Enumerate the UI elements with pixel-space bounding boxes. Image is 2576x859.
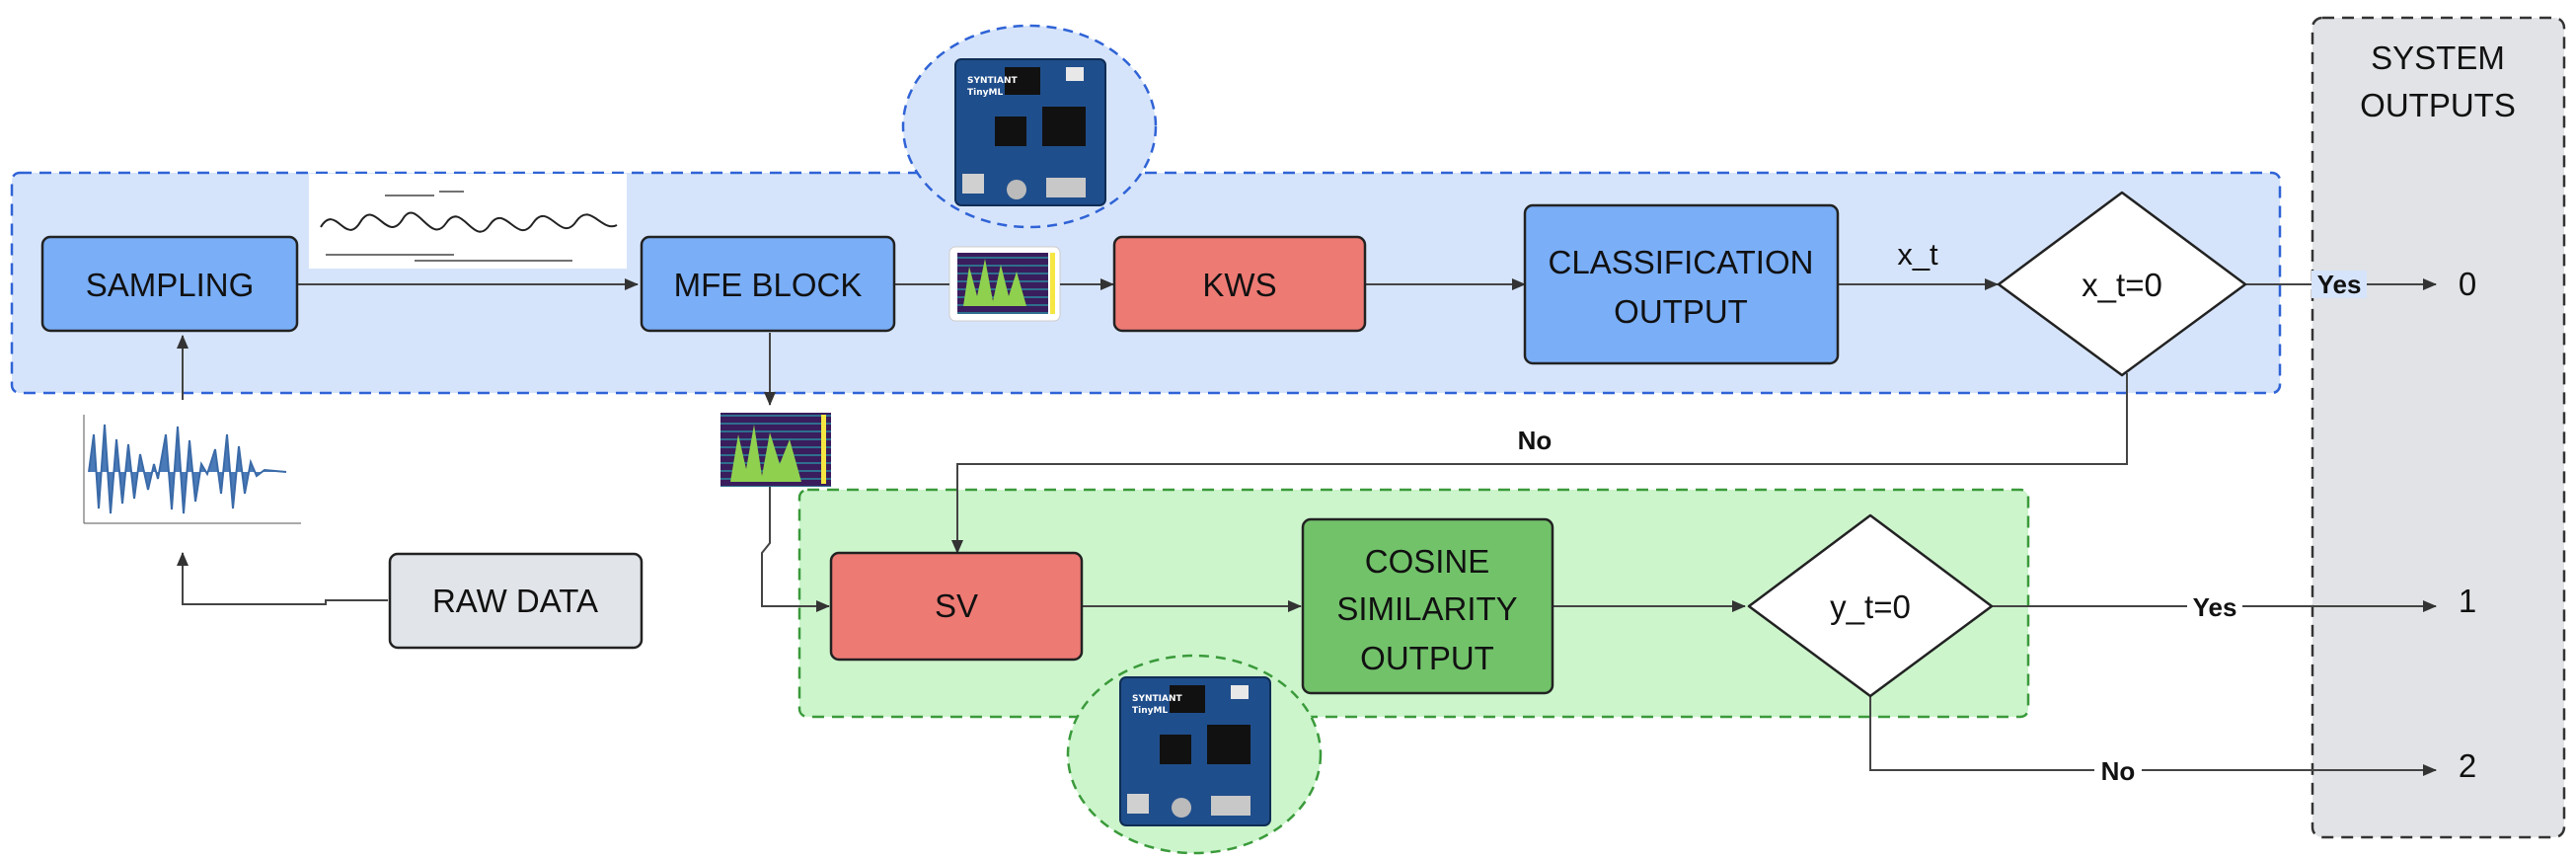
- decision-y: y_t=0: [1747, 513, 1994, 698]
- svg-text:TinyML: TinyML: [967, 88, 1003, 98]
- edge-label-yes-bottom: Yes: [2193, 592, 2237, 622]
- edge-label-no-mid: No: [1518, 426, 1553, 455]
- edge-label-x-t: x_t: [1897, 237, 1938, 272]
- kws-box: KWS: [1112, 235, 1367, 333]
- raw-data-label: RAW DATA: [432, 583, 598, 619]
- cosine-label-2: SIMILARITY: [1336, 590, 1517, 627]
- cosine-label-1: COSINE: [1365, 543, 1490, 580]
- mfe-block-box: MFE BLOCK: [640, 235, 896, 333]
- cosine-similarity-box: COSINE SIMILARITY OUTPUT: [1301, 517, 1554, 695]
- system-outputs-title-1: SYSTEM: [2371, 39, 2505, 76]
- system-outputs-title-2: OUTPUTS: [2360, 87, 2516, 123]
- decision-x-label: x_t=0: [2082, 267, 2162, 303]
- sv-box: SV: [829, 551, 1084, 662]
- decision-x: x_t=0: [1997, 191, 2247, 377]
- spectrogram-thumbnail: [948, 246, 1061, 322]
- board-icon-bottom: SYNTIANT TinyML: [1066, 654, 1323, 855]
- sampling-label: SAMPLING: [86, 267, 255, 303]
- board-icon-top: SYNTIANT TinyML: [901, 24, 1158, 229]
- spectrogram-thumbnail-2: [720, 413, 831, 487]
- mfe-block-label: MFE BLOCK: [674, 267, 863, 303]
- system-outputs-panel: SYSTEM OUTPUTS 0 1 2: [2311, 16, 2566, 839]
- edge-label-yes-top: Yes: [2317, 270, 2362, 299]
- classification-label-1: CLASSIFICATION: [1549, 244, 1814, 280]
- sampling-box: SAMPLING: [40, 235, 299, 333]
- decision-y-label: y_t=0: [1830, 588, 1911, 625]
- kws-label: KWS: [1202, 267, 1276, 303]
- framing-thumbnail: [309, 174, 627, 269]
- edge-label-no-bottom: No: [2101, 756, 2136, 786]
- cosine-label-3: OUTPUT: [1360, 640, 1494, 676]
- svg-text:TinyML: TinyML: [1132, 706, 1168, 716]
- classification-output-box: CLASSIFICATION OUTPUT: [1523, 203, 1840, 365]
- svg-text:SYNTIANT: SYNTIANT: [1132, 694, 1183, 704]
- output-1: 1: [2459, 583, 2476, 619]
- classification-label-2: OUTPUT: [1614, 293, 1748, 330]
- sv-label: SV: [935, 587, 978, 624]
- output-0: 0: [2459, 266, 2476, 302]
- waveform-thumbnail: [57, 405, 308, 543]
- raw-data-box: RAW DATA: [388, 552, 644, 650]
- svg-text:SYNTIANT: SYNTIANT: [967, 76, 1019, 86]
- output-2: 2: [2459, 747, 2476, 784]
